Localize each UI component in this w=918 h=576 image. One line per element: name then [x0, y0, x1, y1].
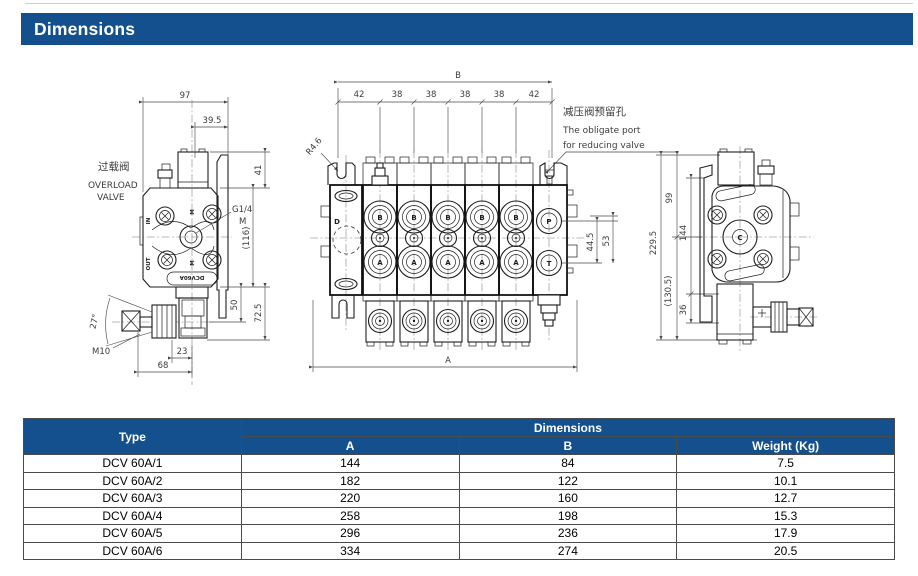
dimensions-table: Type Dimensions A B Weight (Kg) DCV 60A/… — [23, 418, 896, 560]
dim-b: B — [455, 71, 461, 81]
dim-23: 23 — [177, 347, 188, 357]
cell-a: 296 — [240, 524, 460, 543]
overload-valve-label-cn: 过载阀 — [98, 160, 130, 173]
note-en2: for reducing valve — [563, 141, 645, 151]
cell-b: 160 — [458, 489, 678, 508]
dim-r4-6: R4.6 — [304, 136, 324, 157]
dim-36: 36 — [679, 305, 689, 316]
dim-72-5: 72.5 — [254, 304, 264, 323]
note-en1: The obligate port — [562, 126, 641, 136]
seg-38a: 38 — [392, 90, 403, 100]
dim-g14-m: M — [239, 217, 246, 227]
cell-type: DCV 60A/2 — [23, 471, 242, 490]
dim-50: 50 — [230, 300, 240, 311]
table-row: DCV 60A/6 334 274 20.5 — [23, 541, 895, 560]
dim-m10: M10 — [92, 347, 110, 357]
overload-valve-label-en2: VALVE — [97, 193, 125, 203]
cell-type: DCV 60A/5 — [23, 524, 242, 543]
front-view: B 42 38 38 38 38 42 R4.6 减压阀预留孔 The obli… — [304, 71, 679, 372]
table-row: DCV 60A/1 144 84 7.5 — [23, 454, 895, 473]
seg-38d: 38 — [494, 90, 505, 100]
seg-38b: 38 — [426, 90, 437, 100]
note-cn: 减压阀预留孔 — [563, 105, 626, 118]
dim-44-5: 44.5 — [586, 233, 596, 252]
port-t-label: T — [547, 260, 552, 268]
cell-weight: 17.9 — [676, 524, 895, 543]
dim-53: 53 — [602, 236, 612, 247]
cell-type: DCV 60A/3 — [23, 489, 242, 508]
dim-130-5: (130.5) — [664, 276, 674, 307]
port-in-label: IN — [146, 217, 152, 224]
seg-42a: 42 — [354, 90, 365, 100]
cell-a: 220 — [240, 489, 460, 508]
table-row: DCV 60A/2 182 122 10.1 — [23, 471, 895, 490]
cell-a: 182 — [240, 471, 460, 490]
cell-weight: 15.3 — [676, 506, 895, 525]
cell-weight: 20.5 — [676, 541, 895, 560]
dim-116: (116) — [242, 227, 252, 250]
col-type: Type — [23, 418, 242, 455]
left-view: 过载阀 OVERLOAD VALVE IN OUT M M DCV60A — [88, 91, 270, 385]
spool-mark-m2: M — [190, 260, 196, 265]
section-header: Dimensions — [21, 13, 913, 45]
cell-a: 334 — [240, 541, 460, 560]
cell-b: 198 — [458, 506, 678, 525]
port-p-label: P — [546, 218, 551, 226]
dim-144: 144 — [679, 225, 689, 241]
col-a: A — [240, 436, 460, 455]
dim-41: 41 — [254, 165, 264, 176]
port-d-label: D — [334, 218, 340, 226]
table-row: DCV 60A/4 258 198 15.3 — [23, 506, 895, 525]
cell-b: 122 — [458, 471, 678, 490]
dim-g14: G1/4 — [232, 205, 252, 215]
cell-weight: 12.7 — [676, 489, 895, 508]
cell-b: 84 — [458, 454, 678, 473]
cell-b: 236 — [458, 524, 678, 543]
body-model-label: DCV60A — [179, 274, 205, 280]
table-row: DCV 60A/3 220 160 12.7 — [23, 489, 895, 508]
top-divider — [25, 3, 913, 4]
seg-38c: 38 — [460, 90, 471, 100]
dim-97: 97 — [180, 91, 191, 101]
dim-39-5: 39.5 — [203, 116, 222, 126]
col-weight: Weight (Kg) — [676, 436, 895, 455]
cell-type: DCV 60A/4 — [23, 506, 242, 525]
cell-b: 274 — [458, 541, 678, 560]
dim-a: A — [445, 356, 451, 366]
dim-68: 68 — [158, 361, 169, 371]
cell-weight: 10.1 — [676, 471, 895, 490]
cell-a: 258 — [240, 506, 460, 525]
dim-229-5: 229.5 — [649, 231, 659, 255]
seg-42b: 42 — [529, 90, 540, 100]
page-title: Dimensions — [34, 18, 136, 39]
cell-type: DCV 60A/6 — [23, 541, 242, 560]
table-row: DCV 60A/5 296 236 17.9 — [23, 524, 895, 543]
dim-27deg: 27° — [89, 313, 102, 330]
right-view: 229.5 99 (130.5) 144 36 C — [649, 146, 818, 352]
spool-mark-m: M — [190, 209, 196, 214]
overload-valve-label-en1: OVERLOAD — [88, 181, 138, 191]
col-b: B — [458, 436, 678, 455]
col-dimensions: Dimensions — [240, 418, 896, 437]
dim-99: 99 — [665, 193, 675, 204]
technical-drawing: B A 过载阀 OVERLOAD VALVE — [88, 71, 818, 385]
table-header-row-2: A B Weight (Kg) — [24, 436, 895, 455]
cell-a: 144 — [240, 454, 460, 473]
port-c-label: C — [737, 234, 742, 242]
cell-type: DCV 60A/1 — [23, 454, 242, 473]
cell-weight: 7.5 — [676, 454, 895, 473]
port-out-label: OUT — [146, 257, 152, 270]
table-header-row-1: Type Dimensions — [23, 418, 896, 455]
